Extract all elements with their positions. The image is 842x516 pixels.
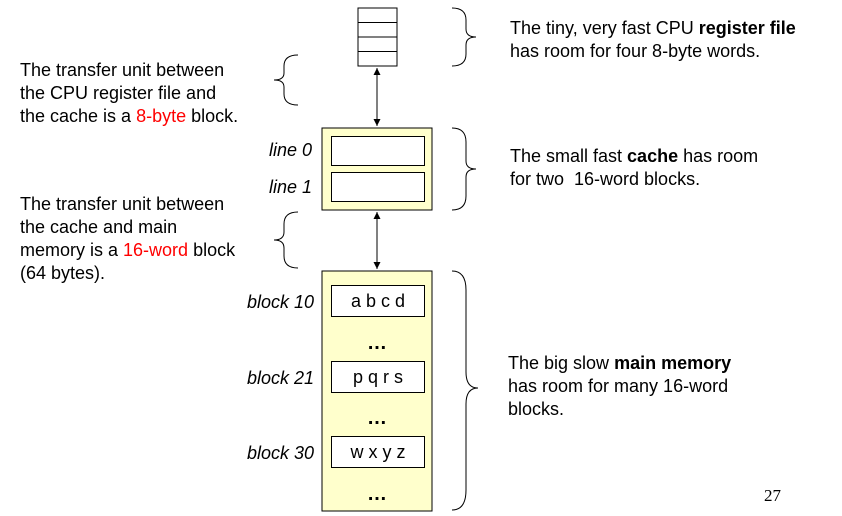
page-number: 27: [764, 486, 781, 505]
brace-transfer-cache-mem: [273, 211, 299, 269]
cache-line-1-label: line 1: [268, 177, 312, 197]
brace-main-memory: [451, 270, 479, 511]
memory-block-21-label: block 21: [246, 368, 314, 388]
cache-line-0-label: line 0: [268, 140, 312, 160]
cache-description: The small fast cache has room for two 16…: [510, 146, 759, 189]
cache-term: cache: [627, 146, 679, 166]
brace-register-file: [451, 7, 477, 67]
cache-line-1: [331, 172, 425, 202]
memory-block-10-label: block 10: [246, 292, 314, 312]
block-size-8-byte: 8-byte: [136, 106, 187, 126]
register-file-description: The tiny, very fast CPU register file ha…: [510, 18, 796, 61]
brace-transfer-reg-cache: [273, 54, 299, 106]
ellipsis-2: …: [367, 407, 387, 429]
transfer-unit-cache-mem-text: The transfer unit between the cache and …: [20, 194, 236, 283]
block-size-16-word: 16-word: [123, 240, 189, 260]
ellipsis-1: …: [367, 332, 387, 354]
transfer-unit-reg-cache-text: The transfer unit between the CPU regist…: [20, 60, 239, 126]
memory-block-30: w x y z: [331, 436, 425, 468]
memory-block-30-label: block 30: [246, 443, 314, 463]
register-file-term: register file: [698, 18, 796, 38]
cache-line-0: [331, 136, 425, 166]
main-memory-description: The big slow main memory has room for ma…: [508, 353, 732, 419]
main-memory-term: main memory: [614, 353, 732, 373]
register-file: [357, 7, 398, 67]
ellipsis-3: …: [367, 483, 387, 505]
memory-block-10: a b c d: [331, 285, 425, 317]
brace-cache: [451, 127, 477, 211]
memory-block-21: p q r s: [331, 361, 425, 393]
